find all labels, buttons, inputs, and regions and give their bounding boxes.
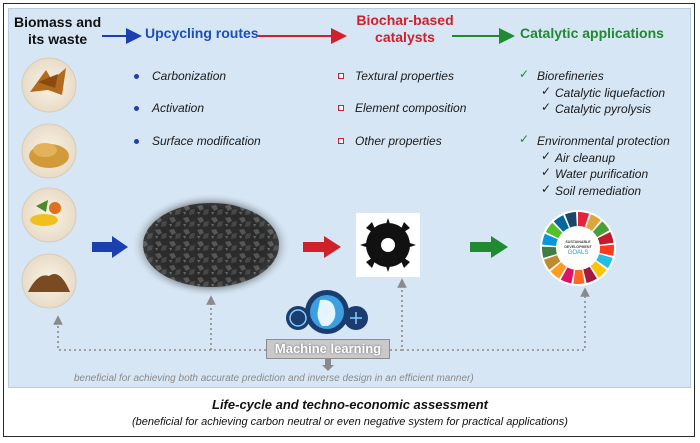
sdg-segment [543,255,561,270]
route-item-surface-modification: Surface modification [152,134,261,148]
app-environmental: Environmental protection [537,134,670,148]
catalytic-heading: Catalytic applications [520,25,664,41]
feedback-line-biomass [53,315,266,351]
app-catalytic-liquefaction: Catalytic liquefaction [555,86,666,100]
property-item-element: Element composition [355,101,467,115]
sdg-segment [541,246,557,258]
sdg-segment [592,221,610,238]
sdg-text-1: SUSTAINABLE [565,240,591,244]
sdg-segment [565,212,577,228]
sdg-segment [599,244,615,256]
check-icon: ✓ [541,149,552,163]
sdg-segment [597,231,614,245]
machine-learning-label: Machine learning [266,339,390,359]
biomass-heading: Biomass and its waste [14,14,102,47]
catalyst-structure-image [356,213,420,277]
sdg-segment [583,266,597,283]
sdg-text-3: GOALS [568,250,589,256]
sdg-segment [573,269,585,285]
app-catalytic-pyrolysis: Catalytic pyrolysis [555,102,652,116]
check-icon: ✓ [541,84,552,98]
flow-arrow-red [303,236,341,258]
flow-arrow-green [470,236,508,258]
bullet-dot [134,106,139,111]
sdg-wheel-icon: SUSTAINABLE DEVELOPMENT GOALS [540,210,616,286]
sdg-segment [550,262,567,279]
bullet-dot [134,74,139,79]
check-icon: ✓ [541,165,552,179]
bullet-dot [134,139,139,144]
feedback-line-apps [402,287,590,351]
app-biorefineries: Biorefineries [537,69,604,83]
sdg-text-2: DEVELOPMENT [564,245,592,249]
sdg-segment [596,254,613,269]
bullet-square [338,105,344,111]
check-icon: ✓ [541,100,552,114]
biomass-images [21,57,77,309]
app-soil-remediation: Soil remediation [555,184,642,198]
machine-learning-icon [286,290,368,334]
check-icon: ✓ [519,132,530,146]
app-air-cleanup: Air cleanup [555,151,616,165]
sdg-segment [578,212,590,228]
sdg-segment [542,233,558,246]
lifecycle-subtitle: (beneficial for achieving carbon neutral… [132,416,568,428]
app-water-purification: Water purification [555,167,649,181]
biochar-image [131,193,291,297]
check-icon: ✓ [519,67,530,81]
sdg-segment [585,214,601,231]
bullet-square [338,73,344,79]
machine-learning-description: beneficial for achieving both accurate p… [74,373,474,384]
check-icon: ✓ [541,182,552,196]
lifecycle-title: Life-cycle and techno-economic assessmen… [212,397,488,412]
flow-arrow-blue [92,236,128,258]
bullet-square [338,138,344,144]
sdg-segment [553,215,569,232]
property-item-textural: Textural properties [355,69,454,83]
ml-down-arrow [322,359,334,371]
property-item-other: Other properties [355,134,442,148]
sdg-segment [545,222,563,239]
sdg-segment [590,261,607,278]
upcycling-heading: Upcycling routes [145,25,259,41]
sdg-segment [560,267,574,284]
route-item-activation: Activation [152,101,205,115]
feedback-line-catalyst [390,278,407,351]
biochar-heading: Biochar-based catalysts [356,12,454,45]
route-item-carbonization: Carbonization [152,69,227,83]
